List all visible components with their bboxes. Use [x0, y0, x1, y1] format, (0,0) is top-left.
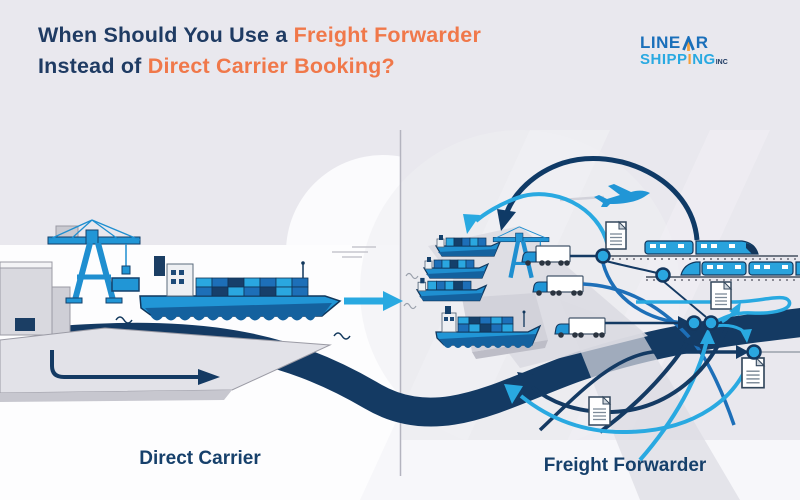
title-line2-accent: Direct Carrier Booking? — [147, 54, 395, 78]
feedback-arrow-navy — [517, 327, 729, 415]
train-icon — [680, 261, 800, 276]
sea-route-arrow — [344, 291, 403, 311]
wave-squiggle — [333, 332, 351, 340]
wave-squiggle — [115, 316, 133, 324]
logo-arrow-icon — [681, 36, 695, 51]
network-node — [595, 248, 611, 264]
document-icon — [605, 220, 628, 250]
ship-hull-wave-edge — [150, 315, 316, 321]
freight-forwarder-scene — [403, 156, 800, 500]
logo-text: LINE — [640, 33, 681, 52]
cargo-ship-icon — [139, 256, 342, 321]
logo-line1: LINE R — [640, 34, 728, 51]
network-node — [686, 315, 702, 331]
hub-return-arrow — [598, 331, 699, 434]
network-nodes — [595, 248, 762, 360]
train-icon — [644, 240, 759, 255]
truck-icon — [521, 245, 571, 266]
wave-squiggle — [403, 302, 417, 310]
page-title: When Should You Use a Freight Forwarder … — [38, 20, 481, 82]
freight-forwarder-label: Freight Forwarder — [543, 455, 707, 476]
logo-text: NG — [692, 51, 716, 68]
document-icon — [588, 395, 612, 426]
document-icon — [710, 280, 733, 310]
logo-text: SHIPP — [640, 51, 688, 68]
logo-text: R — [695, 33, 709, 52]
hub-flow-arrows — [636, 296, 792, 462]
ship-containers — [195, 277, 309, 297]
cargo-ship-icon — [422, 257, 490, 279]
title-line2-dark: Instead of — [38, 54, 148, 78]
cargo-ship-icon — [415, 277, 488, 302]
network-node — [703, 315, 719, 331]
direct-route-arrow — [50, 350, 220, 385]
logo-suffix: INC — [715, 59, 728, 66]
linear-shipping-logo: LINE R SHIPPINGINC — [640, 34, 728, 67]
truck-icon — [532, 275, 584, 296]
air-route-arc — [497, 156, 700, 241]
network-node — [655, 267, 671, 283]
container-crane-icon — [47, 219, 141, 304]
logo-arrow-letter: I — [687, 51, 693, 68]
title-line1-accent: Freight Forwarder — [293, 23, 482, 47]
feedback-arrow-blue — [504, 346, 755, 435]
cargo-ship-icon — [435, 306, 542, 348]
logo-line2: SHIPPINGINC — [640, 52, 728, 67]
truck-icon — [554, 317, 606, 338]
document-icon — [741, 356, 766, 389]
cargo-ship-icon — [434, 235, 502, 257]
title-line1-dark: When Should You Use a — [38, 23, 294, 47]
warehouse-icon — [0, 261, 71, 336]
direct-carrier-scene — [0, 219, 403, 402]
network-node — [746, 344, 762, 360]
direct-carrier-label: Direct Carrier — [139, 448, 261, 469]
sea-route-arc — [463, 192, 610, 247]
wave-squiggle — [405, 272, 419, 280]
